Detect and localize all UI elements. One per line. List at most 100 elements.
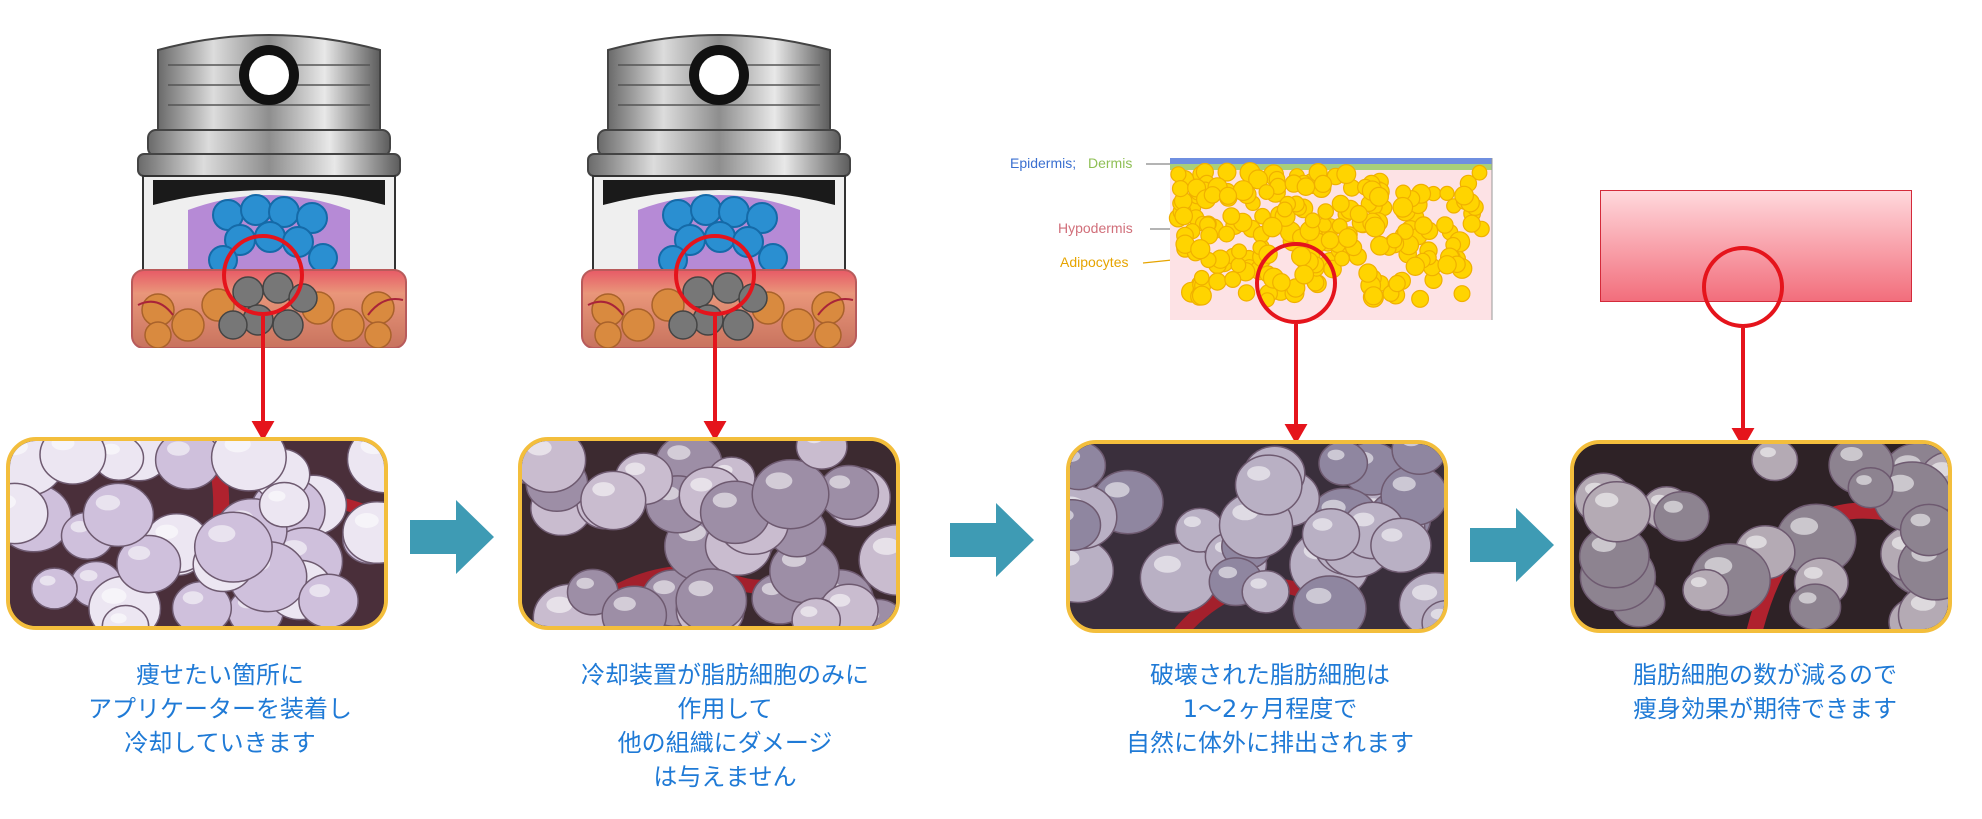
highlight-ring-1 <box>222 234 304 316</box>
cell-highlight <box>613 596 636 611</box>
caption-line: 脂肪細胞の数が減るので <box>1633 661 1897 689</box>
cell-highlight <box>800 606 818 617</box>
fat-cell <box>193 511 273 583</box>
fat-cell <box>580 470 647 531</box>
cell-highlight <box>79 570 98 582</box>
fat-cell <box>1653 490 1710 542</box>
cryo-applicator-illustration-2 <box>578 30 860 348</box>
adipocyte-cell <box>1397 223 1414 240</box>
adipocyte-cell <box>1208 272 1227 291</box>
cell-highlight <box>1070 450 1081 462</box>
highlight-ring-3 <box>1255 242 1337 324</box>
adipocyte-cell <box>1405 256 1425 277</box>
hypodermis-label: Hypodermis <box>1058 220 1133 236</box>
cell-highlight <box>208 525 236 543</box>
fat-cell <box>1234 454 1303 516</box>
adipocyte-cell <box>1439 185 1455 202</box>
cell-highlight <box>1412 584 1438 601</box>
cell-highlight <box>1430 608 1444 620</box>
cell-highlight <box>546 596 573 613</box>
cell-highlight <box>1790 517 1819 535</box>
right-arrow-icon <box>410 500 494 574</box>
cell-highlight <box>1250 578 1267 589</box>
right-arrow-icon <box>950 503 1034 577</box>
adipocytes-label: Adipocytes <box>1060 254 1129 270</box>
cell-highlight <box>1153 555 1181 573</box>
adipocyte-cell <box>1320 230 1340 250</box>
adipocyte-cell <box>1222 207 1241 225</box>
caption-line: 作用して <box>677 695 773 723</box>
adipocyte-cell <box>1471 164 1488 181</box>
highlight-ring-2 <box>674 234 756 316</box>
cell-highlight <box>526 441 552 456</box>
adipocyte-cell <box>1191 285 1212 306</box>
adipocyte-cell <box>1436 216 1454 234</box>
caption-step-2: 冷却装置が脂肪細胞のみに 作用して 他の組織にダメージ は与えません <box>525 658 925 794</box>
zoom-panel-healthy-fat <box>6 437 388 630</box>
fat-cell <box>258 481 310 528</box>
fat-cell <box>1789 583 1842 629</box>
fat-cell <box>39 441 107 485</box>
adipocyte-cell <box>1193 269 1210 286</box>
adipocyte-cell <box>1171 179 1190 198</box>
cell-highlight <box>10 441 28 456</box>
fat-cell <box>1370 517 1432 574</box>
zoom-panel-destroyed-fat <box>1066 440 1448 633</box>
fat-cell <box>1847 467 1894 509</box>
cell-highlight <box>1183 516 1201 527</box>
cell-highlight <box>268 490 286 502</box>
adipocyte-cell <box>1334 250 1350 267</box>
adipocyte-cell <box>1217 162 1237 182</box>
cell-highlight <box>1327 449 1345 461</box>
fat-cell <box>1318 444 1369 486</box>
skin-layer-graphic <box>1142 158 1493 320</box>
adipocyte-cell <box>1200 226 1219 245</box>
adipocyte-cell <box>1230 257 1247 274</box>
adipocyte-cell <box>1170 166 1187 183</box>
adipocyte-cell <box>1174 206 1193 226</box>
fat-cell <box>298 573 359 626</box>
cell-highlight <box>1218 566 1238 579</box>
adipocyte-cell <box>1276 201 1293 218</box>
caption-line: 冷却装置が脂肪細胞のみに <box>581 661 869 689</box>
cell-highlight <box>576 577 594 589</box>
caption-line: 1〜2ヶ月程度で <box>1182 695 1358 723</box>
caption-line: は与えません <box>653 763 797 791</box>
cell-highlight <box>667 445 691 460</box>
adipocyte-cell <box>1337 228 1358 248</box>
cell-highlight <box>51 441 75 451</box>
adipocyte-cell <box>1462 214 1481 233</box>
fat-cell <box>1751 444 1799 482</box>
adipocyte-cell <box>1313 174 1333 194</box>
cell-highlight <box>653 580 675 595</box>
adipocyte-cell <box>1224 270 1242 288</box>
adipocyte-cell <box>1411 289 1430 308</box>
cell-highlight <box>712 492 737 508</box>
fat-cell <box>1682 568 1730 612</box>
cell-highlight <box>1798 592 1817 604</box>
fat-cell <box>1292 575 1367 629</box>
adipocyte-cell <box>1369 186 1390 207</box>
caption-line: 他の組織にダメージ <box>617 729 833 757</box>
cell-highlight <box>1070 510 1074 521</box>
adipocyte-cell <box>1248 169 1269 190</box>
caption-line: 冷却していきます <box>124 729 316 757</box>
cell-highlight <box>1403 444 1419 447</box>
cell-highlight <box>1840 447 1863 461</box>
adipocyte-cell <box>1331 194 1350 213</box>
cell-highlight <box>1887 474 1914 492</box>
adipocyte-cell <box>1388 274 1406 293</box>
cell-highlight <box>110 613 127 624</box>
cell-highlight <box>592 482 615 497</box>
cell-highlight <box>765 472 793 490</box>
adipocyte-cell <box>1358 263 1378 283</box>
cell-highlight <box>101 588 127 604</box>
cell-highlight <box>39 575 56 586</box>
cell-highlight <box>1105 482 1130 498</box>
fat-cell <box>1582 480 1651 543</box>
cell-highlight <box>690 477 713 492</box>
cell-highlight <box>625 462 646 476</box>
adipocyte-cell <box>1203 186 1222 204</box>
cell-highlight <box>182 591 204 605</box>
adipocyte-cell <box>1364 216 1386 238</box>
